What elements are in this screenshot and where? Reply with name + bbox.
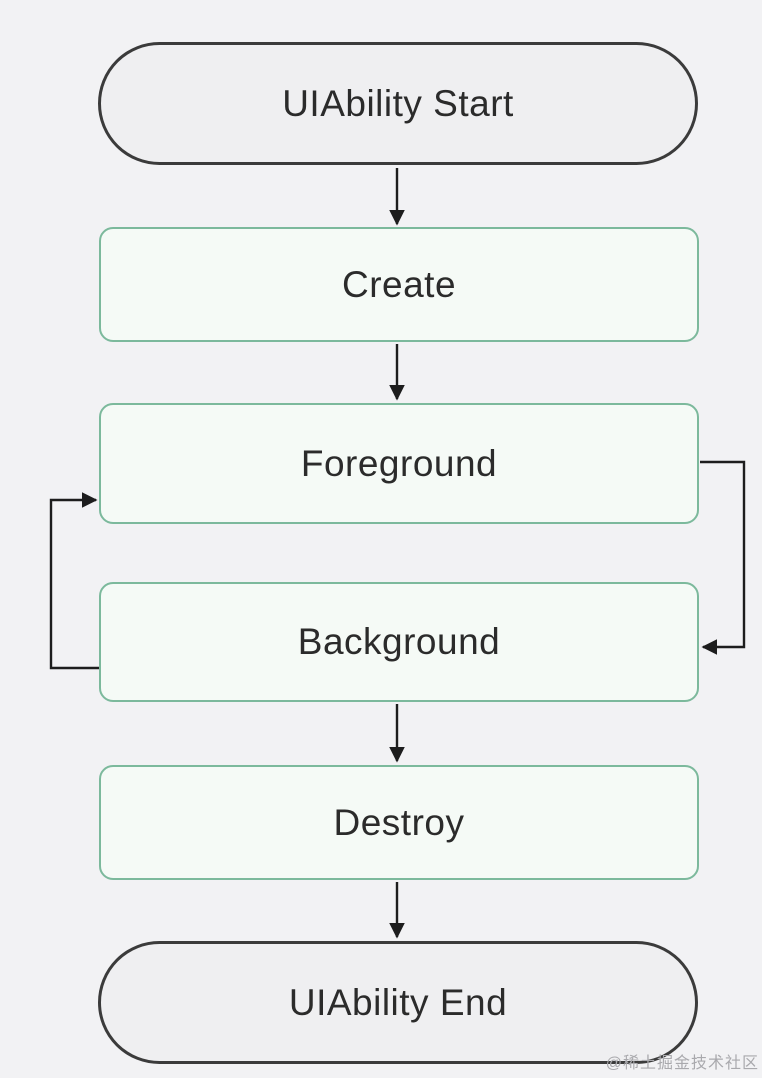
node-destroy: Destroy <box>99 765 699 880</box>
watermark: @稀土掘金技术社区 <box>605 1055 759 1072</box>
node-label: Foreground <box>300 442 498 484</box>
node-foreground: Foreground <box>99 403 699 524</box>
node-label: Background <box>297 621 501 662</box>
node-uiability-end: UIAbility End <box>98 941 698 1064</box>
node-create: Create <box>99 227 699 342</box>
edge-background-foreground-left-loop <box>49 492 99 670</box>
node-label: Create <box>341 263 457 305</box>
node-label: UIAbility End <box>288 981 508 1023</box>
node-label: UIAbility Start <box>282 82 514 124</box>
node-label: Destroy <box>333 801 465 843</box>
node-uiability-start: UIAbility Start <box>98 42 698 165</box>
node-background: Background <box>99 582 699 702</box>
edge-foreground-background-right-loop <box>700 460 746 655</box>
